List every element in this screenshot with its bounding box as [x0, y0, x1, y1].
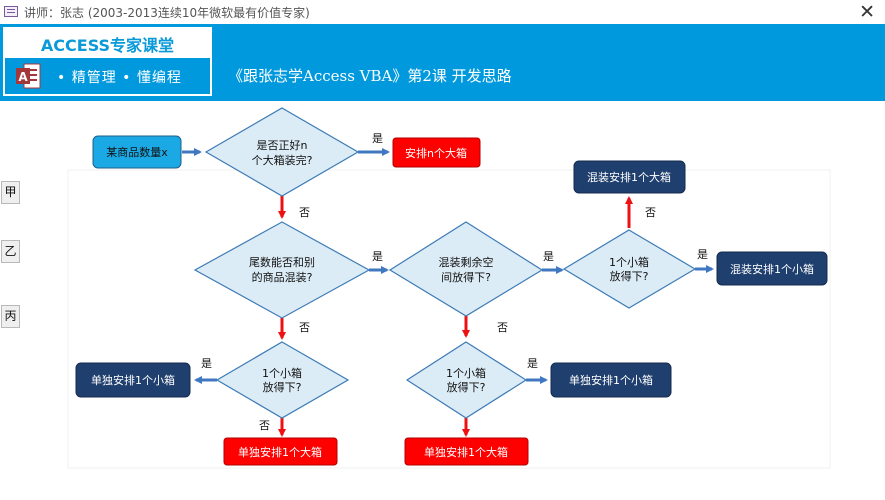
result-mix-big-box — [573, 160, 686, 194]
label-no-d3: 否 — [497, 321, 508, 334]
side-button-yi[interactable]: 乙 — [1, 240, 20, 263]
start-label: 某商品数量x — [106, 145, 168, 159]
decision-exact-boxes — [204, 107, 360, 197]
label-no-d4: 否 — [645, 206, 656, 219]
d5-line1: 1个小箱 — [262, 366, 302, 380]
side-button-jia[interactable]: 甲 — [1, 181, 20, 204]
decision-mix-remainder — [193, 221, 371, 319]
access-app-icon: A — [16, 63, 41, 89]
window-title: 讲师：张志 (2003-2013连续10年微软最有价值专家) — [24, 6, 310, 20]
logo-title: ACCESS专家课堂 — [40, 36, 175, 55]
d6-line2: 放得下? — [447, 380, 486, 394]
d4-line1: 1个小箱 — [609, 255, 649, 269]
start-node — [92, 135, 182, 169]
logo-slogan: • 精管理 • 懂编程 — [57, 70, 182, 86]
d5-line2: 放得下? — [263, 380, 302, 394]
single-big-left-label: 单独安排1个大箱 — [238, 445, 322, 459]
result-single-big-left — [223, 437, 338, 466]
label-yes-d4: 是 — [697, 248, 708, 261]
result-single-small-right — [550, 362, 672, 398]
flowchart: 是 否 是 是 是 否 否 否 是 否 是 某商品数量x 是否正好n 个大箱装完… — [67, 107, 831, 469]
course-title: 《跟张志学Access VBA》第2课 开发思路 — [228, 67, 512, 85]
title-bar: 讲师：张志 (2003-2013连续10年微软最有价值专家) ✕ — [0, 0, 885, 24]
label-yes-d5: 是 — [201, 357, 212, 370]
single-big-right-label: 单独安排1个大箱 — [424, 445, 508, 459]
label-yes-d1: 是 — [372, 132, 383, 145]
d2-line2: 的商品混装? — [252, 270, 313, 284]
diagram-frame — [67, 169, 831, 469]
mix-big-label: 混装安排1个大箱 — [587, 170, 671, 184]
logo-box: ACCESS专家课堂 A • 精管理 • 懂编程 — [3, 27, 212, 96]
decision-small-fits-mix — [562, 229, 697, 309]
result-n-big-label: 安排n个大箱 — [405, 146, 467, 160]
label-yes-d3: 是 — [543, 250, 554, 263]
result-single-small-left — [75, 362, 191, 398]
label-yes-d2: 是 — [372, 250, 383, 263]
single-small-right-label: 单独安排1个小箱 — [569, 373, 653, 387]
result-single-big-right — [404, 437, 529, 466]
logo-strip: A • 精管理 • 懂编程 — [5, 58, 210, 94]
d1-line1: 是否正好n — [257, 138, 308, 152]
d3-line1: 混装剩余空 — [439, 255, 494, 269]
side-button-bing[interactable]: 丙 — [1, 305, 20, 328]
connectors — [182, 148, 714, 437]
branch-labels: 是 否 是 是 是 否 否 否 是 否 是 — [201, 132, 708, 432]
d4-line2: 放得下? — [610, 269, 649, 283]
decision-small-fits-left — [215, 341, 350, 419]
label-no-d5: 否 — [259, 419, 270, 432]
decision-remaining-space — [388, 221, 544, 317]
close-icon[interactable]: ✕ — [859, 1, 875, 23]
mix-small-label: 混装安排1个小箱 — [730, 262, 814, 276]
single-small-left-label: 单独安排1个小箱 — [91, 373, 175, 387]
label-no-d1: 否 — [299, 206, 310, 219]
decision-small-fits-right — [405, 341, 528, 419]
label-yes-d6: 是 — [527, 357, 538, 370]
d2-line1: 尾数能否和别 — [249, 255, 315, 269]
label-no-d2: 否 — [299, 321, 310, 334]
svg-text:A: A — [18, 70, 28, 84]
result-n-big-boxes — [392, 137, 481, 168]
d1-line2: 个大箱装完? — [252, 153, 313, 167]
d3-line2: 间放得下? — [441, 270, 491, 284]
header-banner: ACCESS专家课堂 A • 精管理 • 懂编程 《跟张志学Access VBA… — [0, 24, 885, 101]
form-icon — [4, 6, 18, 17]
d6-line1: 1个小箱 — [446, 366, 486, 380]
result-mix-small-box — [716, 251, 828, 286]
